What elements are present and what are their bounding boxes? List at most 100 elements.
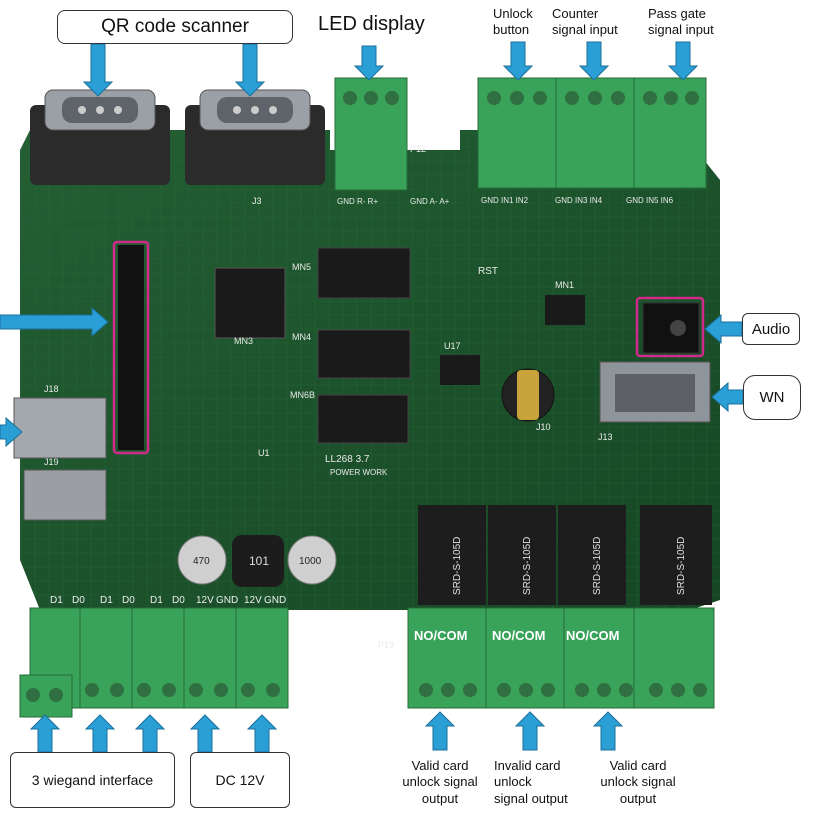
- terminal-tag-4: D1: [150, 595, 163, 606]
- terminal-unlock: [477, 77, 557, 189]
- j13-text: J13: [598, 432, 613, 442]
- u17-text: U17: [444, 341, 461, 351]
- pin-header-arrow: [0, 306, 109, 338]
- inductor-101: [232, 535, 284, 587]
- terminal-counter: [555, 77, 635, 189]
- audio-arrow: [704, 313, 743, 345]
- unlock-arrow: [502, 41, 534, 81]
- pass-gate-arrow: [667, 41, 699, 81]
- relay-part-1: SRD-S-105D: [452, 537, 463, 595]
- chip-cpu: [214, 267, 286, 339]
- dc12v-label: DC 12V: [190, 752, 290, 808]
- valid-card-output-label-1: Valid card unlock signal output: [402, 758, 478, 806]
- wiegand-arrow-2: [84, 714, 116, 753]
- board-power-text: POWER WORK: [330, 468, 388, 477]
- capacitor-1000-text: 1000: [299, 556, 322, 567]
- board-model-text: LL268 3.7: [325, 454, 370, 465]
- mn6b-text: MN6B: [290, 390, 315, 400]
- wiegand-arrow-3: [134, 714, 166, 753]
- valid-card-arrow-2: [592, 711, 624, 751]
- db9-connector-left: [30, 89, 170, 185]
- qr-arrow-right: [234, 43, 266, 97]
- capacitor-1000: [287, 535, 337, 585]
- relay-3: [558, 505, 626, 605]
- input-tags-3: GND IN5 IN6: [626, 196, 674, 205]
- pin-header: [118, 245, 144, 450]
- chip-u17: [440, 355, 480, 385]
- capacitor-470: [177, 535, 227, 585]
- valid-card-arrow-1: [424, 711, 456, 751]
- relay-contact-3: NO/COM: [566, 628, 619, 643]
- counter-input-label: Counter signal input: [552, 6, 618, 38]
- input-tags-1: GND IN1 IN2: [481, 196, 529, 205]
- j19-text: J19: [44, 457, 59, 467]
- unlock-button-label: Unlock button: [493, 6, 533, 38]
- terminal-tag-2: D1: [100, 595, 113, 606]
- j18-text: J18: [44, 384, 59, 394]
- j10-text: J10: [536, 422, 551, 432]
- pin-header-highlight: [112, 240, 150, 455]
- wiegand-label: 3 wiegand interface: [10, 752, 175, 808]
- relay-contact-1: NO/COM: [414, 628, 467, 643]
- p12-text: P12: [410, 144, 426, 154]
- wn-label: WN: [743, 375, 801, 420]
- usb-port: [13, 397, 107, 521]
- audio-jack: [642, 302, 700, 354]
- relay-part-4: SRD-S-105D: [676, 537, 687, 595]
- relay-2: [488, 505, 556, 605]
- chip-mn5: [317, 247, 411, 299]
- invalid-card-output-label: Invalid card unlock signal output: [494, 758, 568, 806]
- terminal-tag-5: D0: [172, 595, 185, 606]
- dc-arrow-1: [189, 714, 221, 753]
- terminal-tag-1: D0: [72, 595, 85, 606]
- chip-mn1: [545, 295, 585, 325]
- coin-battery-holder: [501, 368, 555, 422]
- mn3-text: MN3: [234, 336, 253, 346]
- db9-connector-right: [185, 89, 325, 185]
- rj45-connector: [599, 361, 711, 423]
- dc-arrow-2: [246, 714, 278, 753]
- relay-part-3: SRD-S-105D: [592, 537, 603, 595]
- chip-mn4: [317, 329, 411, 379]
- counter-arrow: [578, 41, 610, 81]
- terminal-tag-8: 12V: [244, 595, 262, 606]
- relay-1: [418, 505, 486, 605]
- inductor-text: 101: [249, 554, 269, 568]
- capacitor-470-text: 470: [193, 556, 210, 567]
- j3-text: J3: [252, 196, 262, 206]
- wn-arrow: [711, 381, 744, 413]
- chip-mn6b: [317, 394, 409, 444]
- terminal-pass-gate: [633, 77, 707, 189]
- terminal-tag-3: D0: [122, 595, 135, 606]
- relay-part-2: SRD-S-105D: [522, 537, 533, 595]
- audio-label: Audio: [742, 313, 800, 345]
- mn1-text: MN1: [555, 280, 574, 290]
- mn5-text: MN5: [292, 262, 311, 272]
- pass-gate-label: Pass gate signal input: [648, 6, 714, 38]
- bottom-terminals-right: [407, 607, 715, 709]
- bottom-terminals-left: [19, 607, 289, 718]
- relay-4: [640, 505, 712, 605]
- qr-arrow-left: [82, 43, 114, 97]
- invalid-card-arrow: [514, 711, 546, 751]
- usb-arrow: [0, 416, 23, 448]
- audio-highlight: [635, 296, 705, 358]
- p19-text: P19: [378, 640, 394, 650]
- led-display-label: LED display: [318, 13, 425, 35]
- qr-scanner-label: QR code scanner: [57, 10, 293, 44]
- mn4-text: MN4: [292, 332, 311, 342]
- terminal-tag-9: GND: [264, 595, 286, 606]
- rst-text: RST: [478, 266, 498, 277]
- u1-text: U1: [258, 448, 270, 458]
- relay-contact-2: NO/COM: [492, 628, 545, 643]
- rs485-tags-2: GND A- A+: [410, 197, 450, 206]
- input-tags-2: GND IN3 IN4: [555, 196, 603, 205]
- terminal-tag-6: 12V: [196, 595, 214, 606]
- arrows-group: [0, 41, 744, 753]
- terminal-tag-0: D1: [50, 595, 63, 606]
- wiegand-arrow-1: [29, 714, 61, 753]
- valid-card-output-label-2: Valid card unlock signal output: [600, 758, 676, 806]
- led-arrow: [353, 45, 385, 81]
- rs485-tags: GND R- R+: [337, 197, 378, 206]
